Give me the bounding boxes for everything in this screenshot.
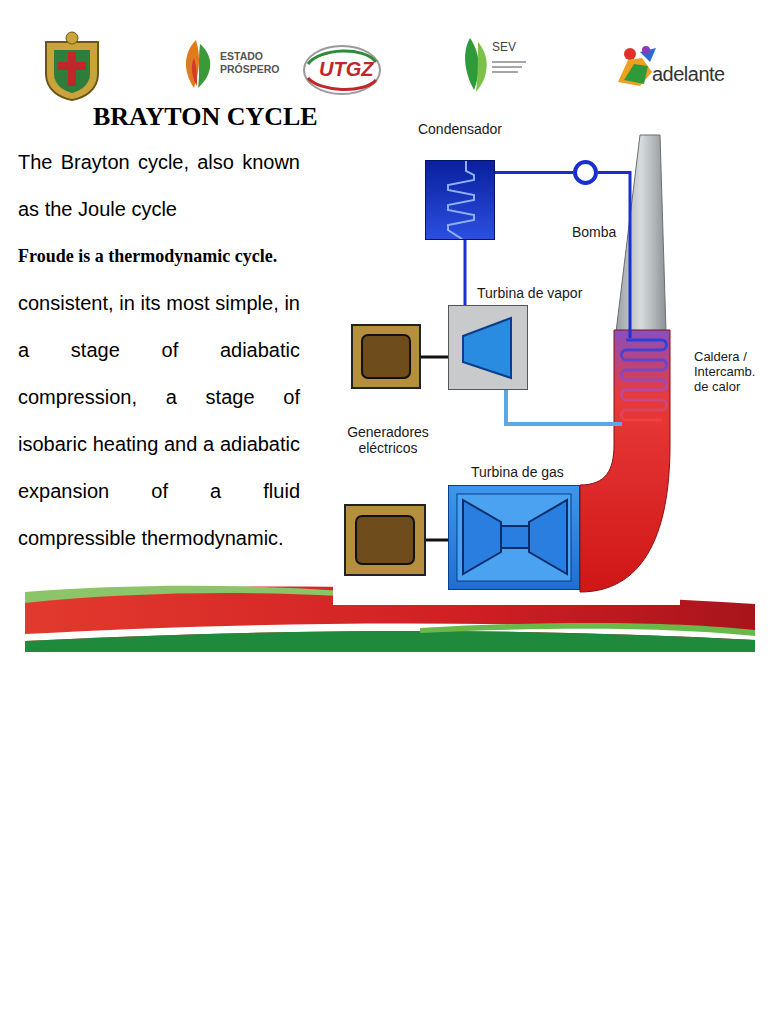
node-label: Caldera / Intercamb. de calor [694,350,760,395]
diagram-panel [333,100,680,605]
node-label: Condensador [418,121,502,137]
electric-generator [352,325,450,388]
node-label: Turbina de vapor [477,285,582,301]
gas-turbine-rotor [463,500,567,574]
pipe-connector [464,240,467,305]
pump-circle: Bomba [573,160,598,185]
sev-logo [465,38,526,92]
generator-label: Generadores eléctricos [341,424,435,456]
condenser-box: Condensador [425,160,495,240]
component-drawing [426,161,494,239]
pipe-connector [506,390,622,424]
turbine-casing [457,494,571,581]
electric-generator [345,505,450,575]
node-label: Bomba [572,224,616,240]
gas-turbine-box: Turbina de gas [448,485,580,590]
logo-text: ESTADO PRÓSPERO [220,50,286,75]
component-drawing [449,306,527,389]
page-title: BRAYTON CYCLE [93,102,318,132]
estado-prospero-logo [186,40,210,88]
node-label: Turbina de gas [471,464,564,480]
body-text-bold: Froude is a thermodynamic cycle. [18,233,277,280]
heat-exchanger-coil [622,340,667,420]
component-drawing [449,486,579,589]
state-shield [46,32,98,100]
body-text: consistent, in its most simple, in a sta… [18,280,300,562]
turbine-rotor [463,318,511,378]
chimney [616,135,666,332]
pipe-connector [598,173,630,339]
pipe-connector [495,171,573,174]
condenser-coil [448,161,474,239]
steam-turbine-box: Turbina de vapor [448,305,528,390]
boiler-duct [580,330,670,592]
logo-text: SEV [492,40,516,54]
logo-text: adelante [652,63,725,86]
adelante-logo [618,46,656,86]
body-text: The Brayton cycle, also known as the Jou… [18,139,300,233]
utgz-logo [304,46,380,94]
logo-text: UTGZ [319,58,373,81]
boiler-heat-exchanger: Caldera / Intercamb. de calor [618,332,668,430]
